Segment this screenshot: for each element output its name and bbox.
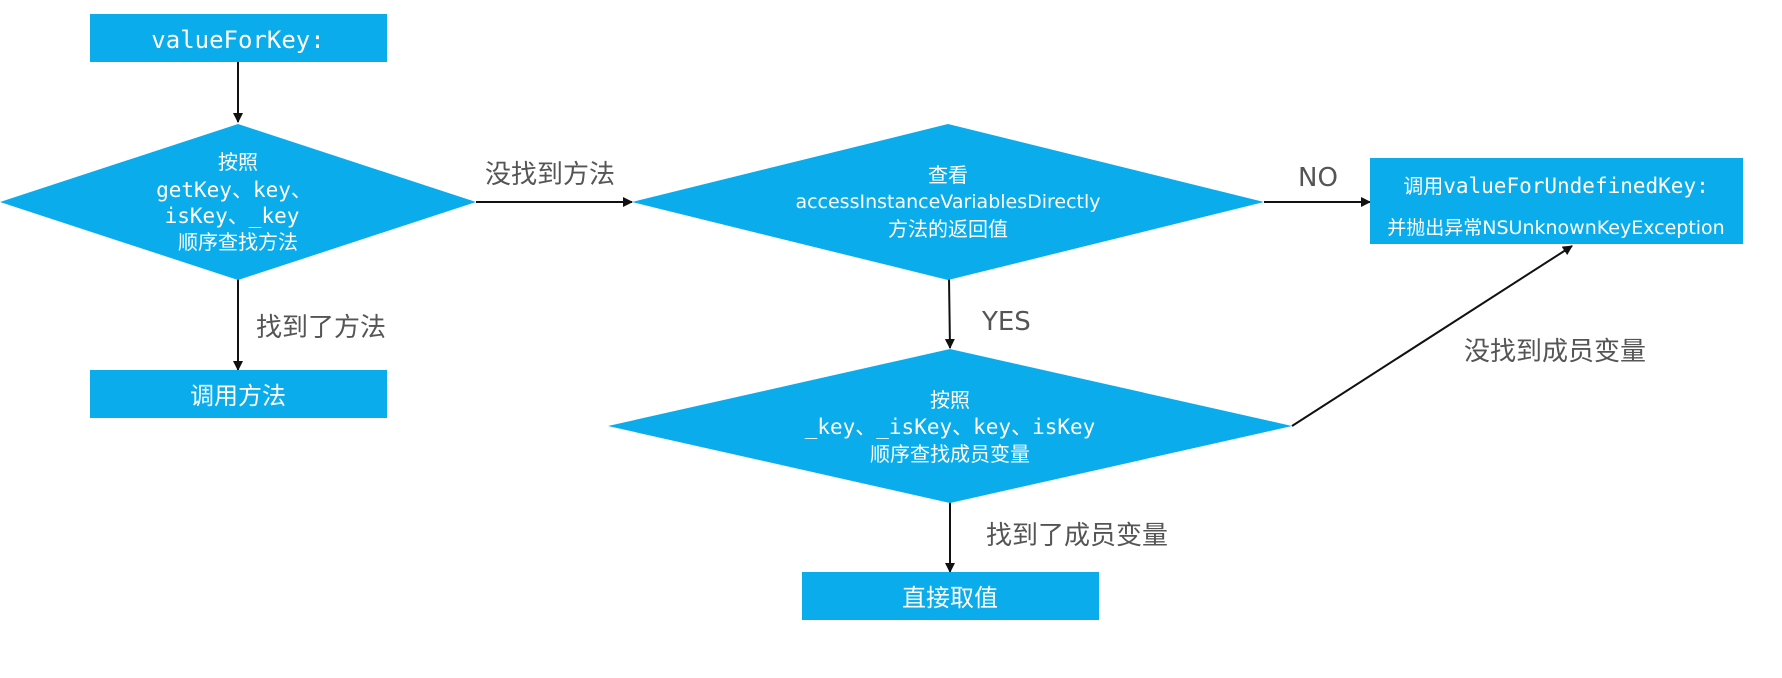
method-lookup-line1: 按照 [218,150,258,174]
undefined-key-node: 调用valueForUndefinedKey: 并抛出异常NSUnknownKe… [1370,158,1743,244]
get-value-label: 直接取值 [902,584,998,612]
call-method-node: 调用方法 [90,370,387,418]
method-lookup-line2: getKey、key、 [156,178,312,202]
label-ivar-found: 找到了成员变量 [986,521,1168,551]
label-no: NO [1298,163,1338,193]
check-access-decision: 查看 accessInstanceVariablesDirectly 方法的返回… [632,124,1264,280]
edge-yes [944,277,955,349]
method-lookup-line4: 顺序查找方法 [178,230,298,254]
get-value-node: 直接取值 [802,572,1099,620]
label-method-found: 找到了方法 [256,313,386,343]
label-method-not-found: 没找到方法 [485,160,615,190]
edge-ivar-not-found [1291,245,1573,427]
ivar-lookup-line3: 顺序查找成员变量 [870,442,1030,466]
undefined-key-line2: 并抛出异常NSUnknownKeyException [1387,217,1724,239]
ivar-lookup-decision: 按照 _key、_isKey、key、isKey 顺序查找成员变量 [608,349,1292,503]
start-node-label: valueForKey: [151,26,324,54]
ivar-lookup-line2: _key、_isKey、key、isKey [805,415,1096,439]
check-access-line2: accessInstanceVariablesDirectly [795,191,1100,213]
check-access-line3: 方法的返回值 [888,217,1008,241]
call-method-label: 调用方法 [190,382,286,410]
start-node: valueForKey: [90,14,387,62]
label-ivar-not-found: 没找到成员变量 [1464,337,1646,367]
undefined-key-line1: 调用valueForUndefinedKey: [1403,174,1709,198]
method-lookup-line3: isKey、_key [165,204,300,228]
ivar-lookup-line1: 按照 [930,388,970,412]
check-access-line1: 查看 [928,163,968,187]
label-yes: YES [981,307,1031,337]
method-lookup-decision: 按照 getKey、key、 isKey、_key 顺序查找方法 [0,124,476,280]
